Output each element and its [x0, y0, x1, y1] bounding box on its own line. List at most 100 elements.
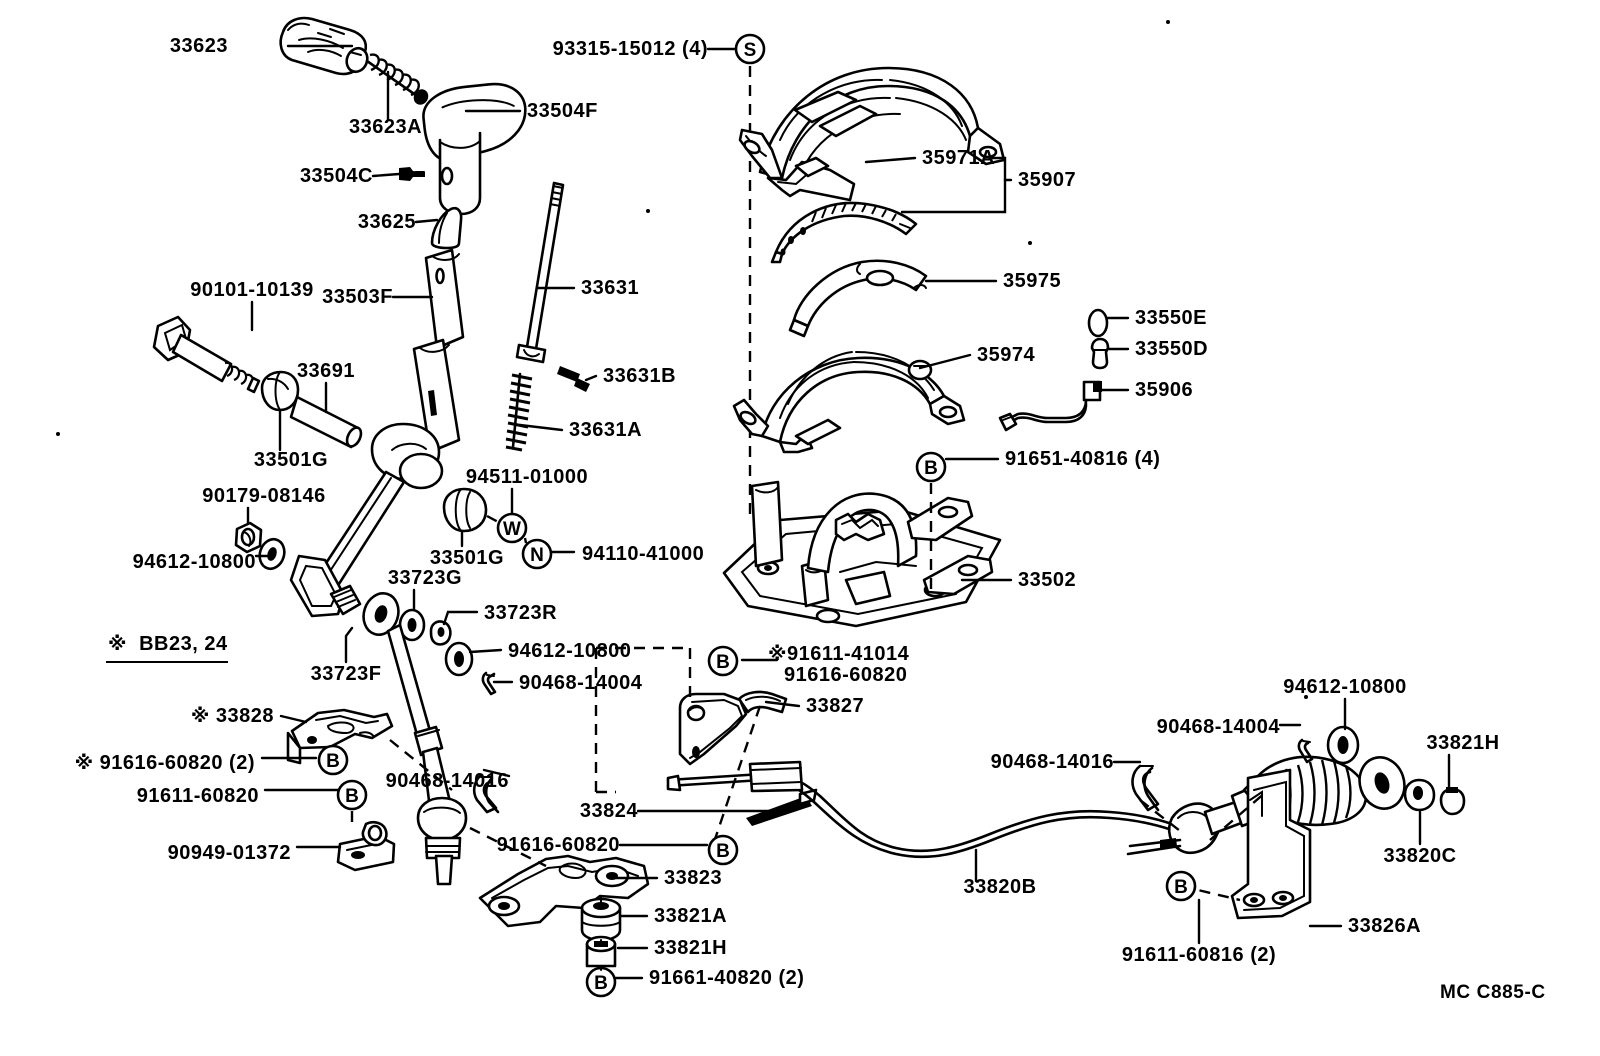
- svg-text:B: B: [594, 973, 608, 994]
- part-33691-sleeve: [289, 395, 363, 449]
- part-94612-10800-washer-left: [258, 537, 286, 571]
- catalog-watermark: MC C885-C: [1440, 982, 1546, 1003]
- marker-B-91611-60820: B: [336, 779, 368, 811]
- note-star-bb: ※: [108, 634, 127, 655]
- svg-text:N: N: [530, 545, 544, 566]
- marker-W-94511: W: [496, 512, 528, 544]
- part-33503F-shift-lever-shaft: [289, 248, 465, 618]
- svg-text:B: B: [345, 786, 359, 807]
- label-94612-10800-left: 94612-10800: [132, 551, 256, 573]
- label-91616-60820-2: ※ 91616-60820 (2): [75, 753, 255, 774]
- label-33501G-left: 33501G: [253, 449, 329, 471]
- marker-S-93315: S: [734, 33, 766, 65]
- label-33504F: 33504F: [527, 100, 598, 122]
- part-35906-control-cable: [998, 380, 1102, 432]
- label-90949-01372: 90949-01372: [167, 842, 291, 864]
- marker-N-94110: N: [521, 538, 553, 570]
- label-90101-10139: 90101-10139: [190, 279, 314, 301]
- part-33501G-bushing-left: [260, 370, 300, 412]
- marker-B-91651: B: [915, 451, 947, 483]
- part-33504C-screw: [399, 167, 425, 181]
- label-91611-41014-text: 91611-41014: [786, 643, 910, 665]
- label-33826A: 33826A: [1348, 915, 1422, 937]
- part-33723R-bushing: [429, 620, 452, 646]
- label-94110-41000: 94110-41000: [582, 543, 705, 565]
- part-33550D-plug: [1090, 337, 1110, 370]
- part-90468-14004-clip-right: [1297, 738, 1314, 764]
- label-91661-40820-2: 91661-40820 (2): [649, 967, 805, 989]
- part-94612-10800-washer-right: [1326, 725, 1360, 765]
- label-35974: 35974: [977, 344, 1036, 366]
- part-33623A-spring: [365, 53, 429, 105]
- part-33821H-bushing-lower: [585, 935, 617, 968]
- part-90468-14016-clip-left: [472, 774, 500, 814]
- dash-rod-to-33823: [469, 826, 547, 868]
- label-33821A: 33821A: [654, 905, 728, 927]
- label-33820B: 33820B: [963, 876, 1037, 898]
- svg-text:S: S: [744, 40, 757, 61]
- marker-B-91616-33828: B: [317, 744, 349, 776]
- label-33827: 33827: [806, 695, 865, 717]
- label-33550E: 33550E: [1135, 307, 1207, 329]
- part-33821A-bushing: [580, 897, 622, 942]
- label-33504C: 33504C: [299, 165, 373, 187]
- part-33631A-spring: [505, 372, 533, 452]
- note-underline: [106, 661, 228, 663]
- label-90468-14016-right: 90468-14016: [990, 751, 1114, 773]
- part-33625-shift-boot: [430, 206, 463, 250]
- label-94612-10800-right: 94612-10800: [1283, 676, 1407, 698]
- note-star-91611-41014: ※: [768, 644, 787, 665]
- part-33723F-control-rod: [362, 592, 468, 886]
- note-bb-text: BB23, 24: [139, 633, 228, 655]
- part-33821H-bushing-right: [1439, 787, 1466, 816]
- label-91651-40816-4: 91651-40816 (4): [1005, 448, 1161, 470]
- label-90179-08146: 90179-08146: [202, 485, 326, 507]
- svg-text:B: B: [716, 652, 730, 673]
- label-33723G: 33723G: [387, 567, 463, 589]
- svg-text:B: B: [924, 458, 938, 479]
- part-33823-bracket: [478, 854, 650, 928]
- label-93315-15012-4: 93315-15012 (4): [552, 38, 708, 60]
- label-35971A: 35971A: [922, 147, 996, 169]
- dash-cable-to-bracket: [1209, 791, 1267, 841]
- marker-B-91661-40820: B: [585, 966, 617, 998]
- label-33631A: 33631A: [569, 419, 643, 441]
- note-star-91616: ※: [74, 753, 94, 774]
- label-33623A: 33623A: [349, 116, 423, 138]
- part-35971A-console-upper-cover: [738, 66, 1006, 202]
- part-33820C-bushing: [1403, 778, 1436, 812]
- dash-33828-to-rod: [389, 739, 453, 791]
- label-33723F: 33723F: [310, 663, 382, 685]
- svg-text:W: W: [503, 519, 521, 540]
- part-35907-console-pad: [770, 201, 918, 264]
- label-33550D: 33550D: [1135, 338, 1209, 360]
- label-33723R: 33723R: [484, 602, 558, 624]
- label-33824: 33824: [579, 800, 638, 822]
- label-33828: ※ 33828: [191, 706, 274, 727]
- label-33691: 33691: [296, 360, 356, 382]
- label-33823: 33823: [664, 867, 723, 889]
- part-90101-10139-bolt: [152, 315, 261, 394]
- label-33631B: 33631B: [603, 365, 677, 387]
- marker-B-91616-60820-lower: B: [707, 834, 739, 866]
- part-33723G-bushing: [398, 608, 426, 642]
- label-94511-01000: 94511-01000: [465, 466, 589, 488]
- svg-text:B: B: [1174, 877, 1188, 898]
- dash-33827-to-pin: [710, 705, 762, 849]
- svg-text:B: B: [326, 751, 340, 772]
- part-90468-14016-clip-right: [1131, 764, 1160, 812]
- label-91611-60820: 91611-60820: [136, 785, 259, 807]
- part-33826A-bracket: [1230, 768, 1312, 920]
- label-91616-60820-upper: 91616-60820: [784, 664, 908, 686]
- label-91611-41014: ※91611-41014: [768, 644, 909, 665]
- label-90468-14004-right: 90468-14004: [1156, 716, 1280, 738]
- label-33503F: 33503F: [322, 286, 393, 308]
- part-33820B-shift-cable: [666, 760, 1174, 859]
- part-33827-cable-clamp: [678, 690, 788, 766]
- part-33550E-grommet: [1087, 308, 1109, 338]
- label-33821H-right: 33821H: [1426, 732, 1500, 754]
- label-33828-text: 33828: [215, 705, 274, 727]
- label-33631: 33631: [581, 277, 640, 299]
- part-90468-14004-clip-center: [481, 671, 497, 696]
